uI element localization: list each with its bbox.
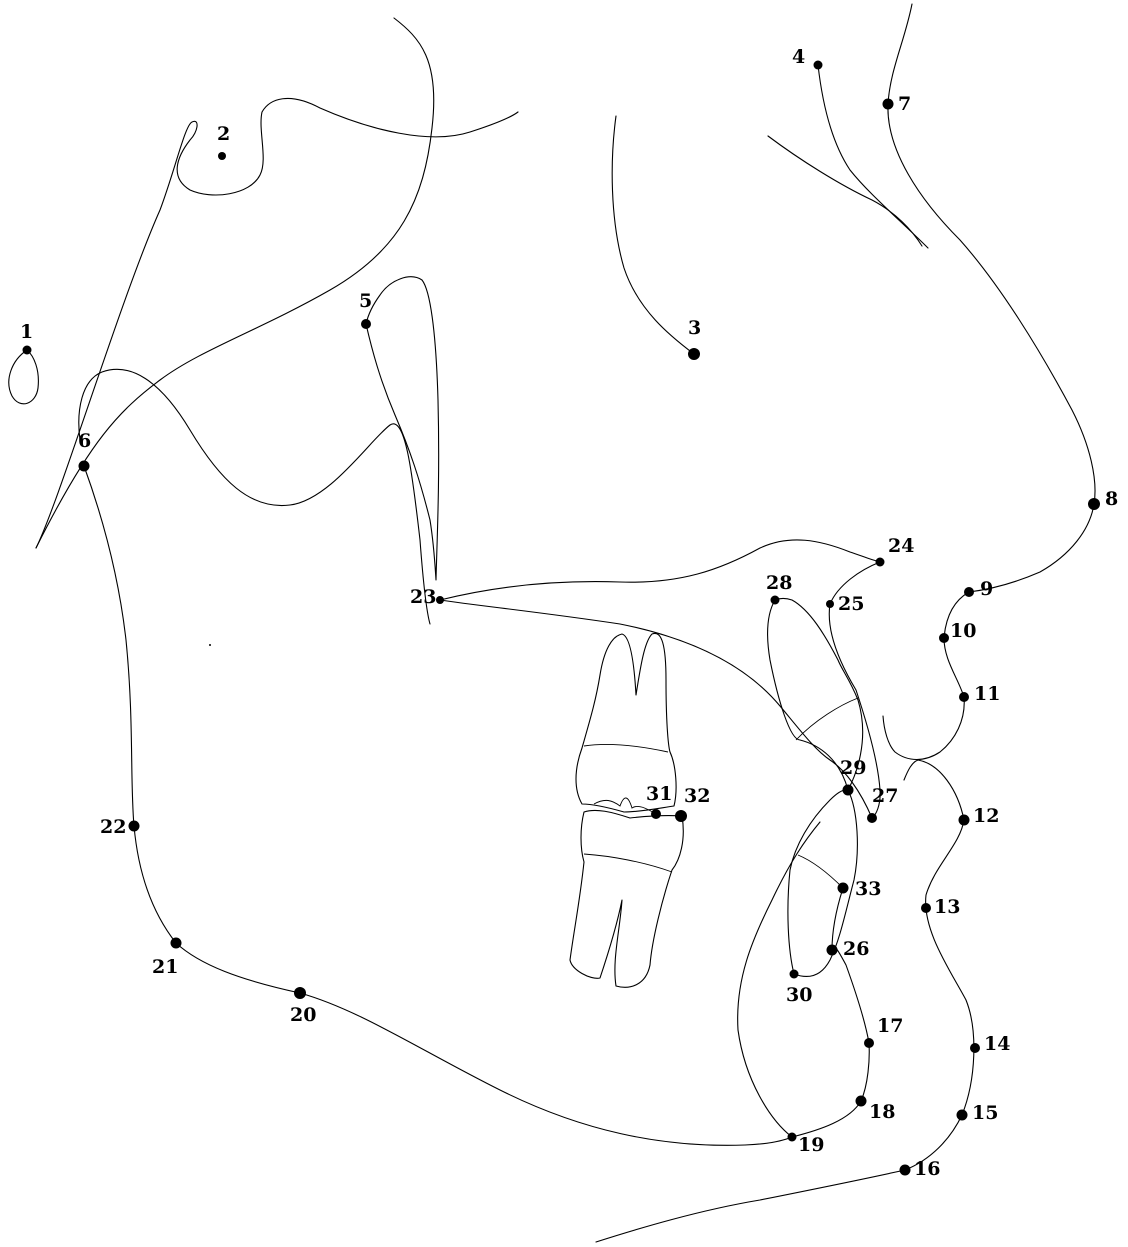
landmark-label-16: 16 xyxy=(914,1158,940,1180)
landmark-dot-4 xyxy=(814,61,823,70)
landmark-dot-28 xyxy=(771,596,780,605)
landmark-label-27: 27 xyxy=(872,785,898,807)
landmark-dot-23 xyxy=(436,596,444,604)
landmark-label-30: 30 xyxy=(786,984,812,1006)
landmark-label-5: 5 xyxy=(359,290,372,312)
landmark-dot-10 xyxy=(939,633,949,643)
landmark-dot-22 xyxy=(129,821,140,832)
landmark-dot-15 xyxy=(957,1110,968,1121)
landmark-label-19: 19 xyxy=(798,1134,824,1156)
landmark-dot-2 xyxy=(218,152,226,160)
landmark-label-6: 6 xyxy=(78,430,91,452)
landmark-dot-19 xyxy=(788,1133,797,1142)
landmark-label-33: 33 xyxy=(855,878,881,900)
landmark-label-8: 8 xyxy=(1105,488,1118,510)
landmark-label-21: 21 xyxy=(152,956,178,978)
landmark-dot-18 xyxy=(856,1096,867,1107)
landmark-dot-16 xyxy=(900,1165,911,1176)
landmark-label-23: 23 xyxy=(410,586,436,608)
landmark-label-26: 26 xyxy=(843,938,869,960)
landmark-dot-7 xyxy=(883,99,894,110)
landmark-dot-11 xyxy=(959,692,969,702)
landmark-label-14: 14 xyxy=(984,1033,1010,1055)
landmark-dot-5 xyxy=(361,319,371,329)
landmark-dot-1 xyxy=(23,346,32,355)
landmark-label-10: 10 xyxy=(950,620,976,642)
landmark-dot-31 xyxy=(651,809,661,819)
landmark-dot-8 xyxy=(1088,498,1100,510)
landmark-label-28: 28 xyxy=(766,572,792,594)
landmark-label-20: 20 xyxy=(290,1004,316,1026)
landmark-label-31: 31 xyxy=(646,783,672,805)
landmark-dot-32 xyxy=(675,810,687,822)
landmark-label-1: 1 xyxy=(20,321,33,343)
landmark-dot-13 xyxy=(921,903,931,913)
stray-mark xyxy=(209,644,211,646)
landmark-label-25: 25 xyxy=(838,593,864,615)
landmark-label-11: 11 xyxy=(974,683,1000,705)
landmark-dot-30 xyxy=(790,970,799,979)
landmark-label-3: 3 xyxy=(688,317,701,339)
landmark-label-24: 24 xyxy=(888,535,914,557)
landmark-label-9: 9 xyxy=(980,578,993,600)
landmark-dot-17 xyxy=(864,1038,874,1048)
landmark-dot-6 xyxy=(79,461,90,472)
landmark-label-32: 32 xyxy=(684,785,710,807)
landmark-label-12: 12 xyxy=(973,805,999,827)
landmark-dot-27 xyxy=(867,813,877,823)
landmark-label-13: 13 xyxy=(934,896,960,918)
landmark-label-15: 15 xyxy=(972,1102,998,1124)
landmark-dot-21 xyxy=(171,938,182,949)
landmark-dot-3 xyxy=(688,348,700,360)
landmark-dot-26 xyxy=(827,945,838,956)
landmark-label-17: 17 xyxy=(877,1015,903,1037)
landmark-dot-29 xyxy=(843,785,854,796)
landmark-dot-12 xyxy=(959,815,970,826)
landmark-dot-14 xyxy=(970,1043,980,1053)
landmark-label-22: 22 xyxy=(100,816,126,838)
landmark-label-4: 4 xyxy=(792,46,805,68)
landmark-dot-24 xyxy=(876,558,885,567)
landmark-dot-9 xyxy=(964,587,974,597)
landmark-label-2: 2 xyxy=(217,123,230,145)
landmark-label-18: 18 xyxy=(869,1101,895,1123)
landmark-label-7: 7 xyxy=(898,93,911,115)
landmark-dot-25 xyxy=(826,600,834,608)
landmark-dot-20 xyxy=(294,987,306,999)
landmark-label-29: 29 xyxy=(840,757,866,779)
landmark-dot-33 xyxy=(838,883,849,894)
